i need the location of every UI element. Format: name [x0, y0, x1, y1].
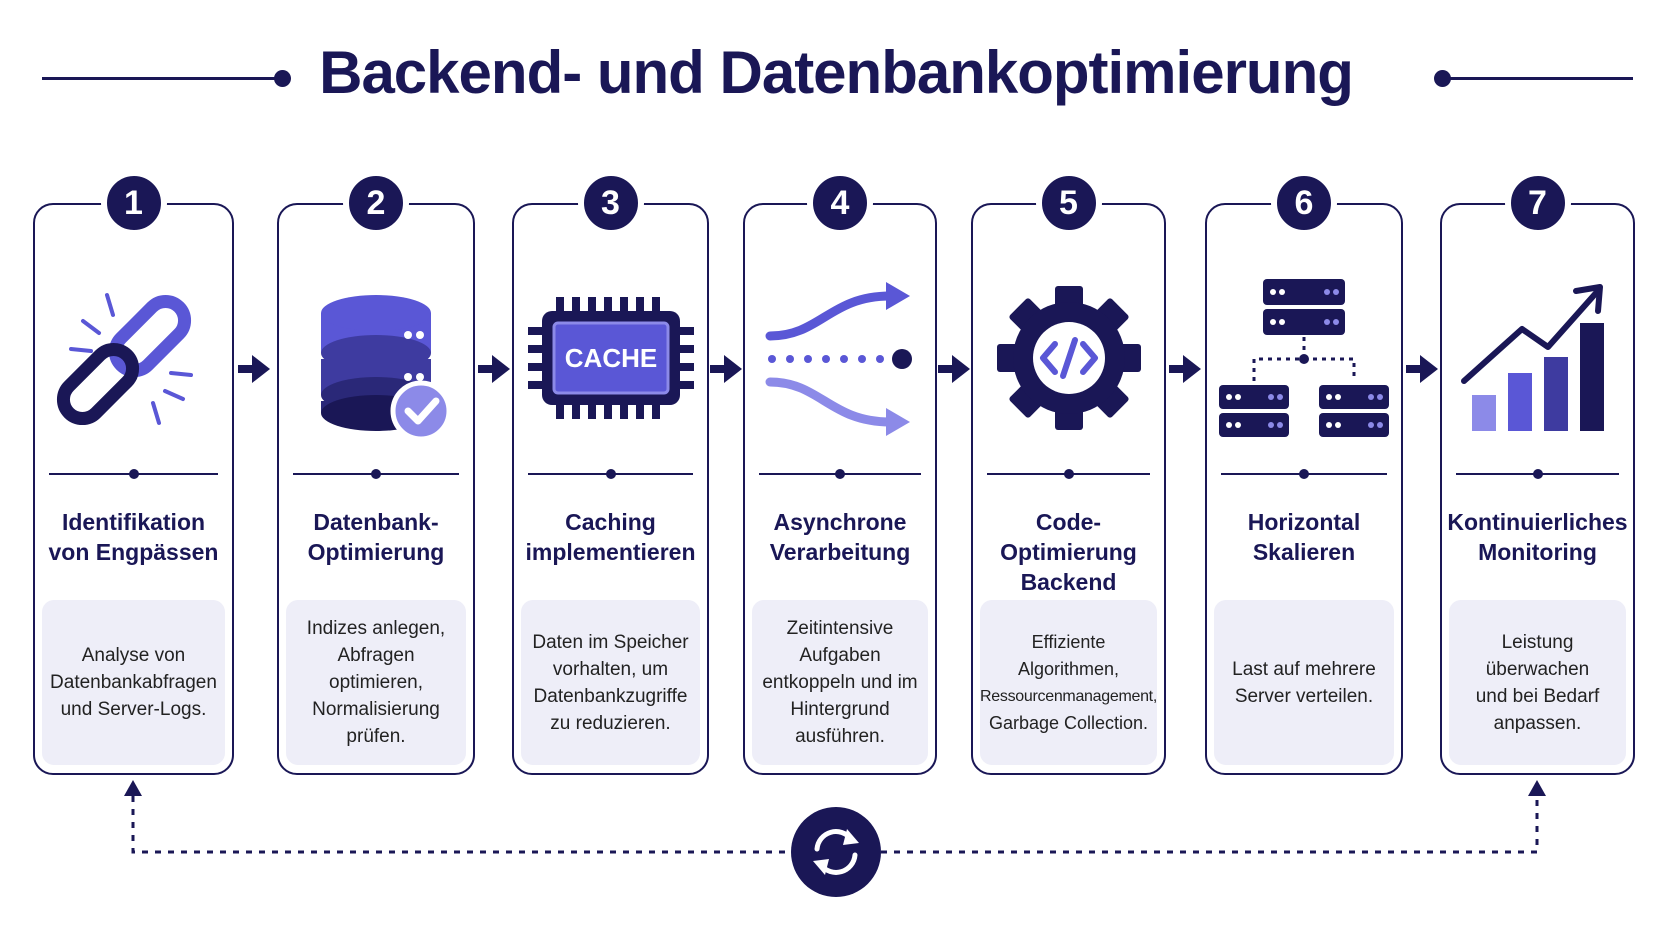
- step-number-badge: 6: [1271, 170, 1337, 236]
- step-number-badge: 2: [343, 170, 409, 236]
- arrow-right-icon: [478, 355, 510, 383]
- title-line-left: [42, 77, 280, 80]
- step-title: Kontinuierliches Monitoring: [1447, 509, 1628, 565]
- step-description: Last auf mehrere Server verteilen.: [1214, 600, 1394, 765]
- step-number-badge: 5: [1035, 170, 1102, 236]
- step-title: Caching implementieren: [525, 509, 696, 565]
- step-title: Code-Optimierung Backend: [1000, 509, 1137, 595]
- card-divider: [759, 470, 921, 478]
- step-card-2: 2 Datenbank- Optimierung Indizes anlegen…: [277, 170, 475, 775]
- title-line-right: [1448, 77, 1633, 80]
- step-description: Analyse von Datenbankabfragen und Server…: [42, 600, 225, 765]
- step-card-3: 3 CACHE Caching implementieren Daten im …: [512, 170, 709, 775]
- card-divider: [49, 470, 218, 478]
- step-description: Effiziente Algorithmen, Ressourcenmanage…: [980, 600, 1157, 765]
- step-number-badge: 1: [100, 170, 167, 236]
- server-cluster-icon: [1207, 253, 1401, 463]
- card-divider: [293, 470, 459, 478]
- growth-chart-icon: [1442, 253, 1633, 463]
- refresh-cycle-icon: [791, 807, 881, 897]
- step-card-4: 4 Asynchrone Verarbeitung Zeitintensive …: [743, 170, 937, 775]
- arrow-right-icon: [938, 355, 970, 383]
- arrow-right-icon: [238, 355, 270, 383]
- step-card-5: 5 Code-Optimierung Backend: [971, 170, 1166, 775]
- arrow-right-icon: [710, 355, 742, 383]
- step-number-badge: 3: [577, 170, 644, 236]
- step-description: Daten im Speicher vorhalten, um Datenban…: [521, 600, 700, 765]
- arrow-right-icon: [1169, 355, 1201, 383]
- step-description: Zeitintensive Aufgaben entkoppeln und im…: [752, 600, 928, 765]
- step-card-1: 1 Identifikation von Engpässen Analyse v…: [33, 170, 234, 775]
- async-branch-icon: [745, 253, 935, 463]
- step-number-badge: 7: [1504, 170, 1571, 236]
- card-divider: [1221, 470, 1387, 478]
- code-gear-icon: [973, 253, 1164, 463]
- step-card-7: 7 Kontinuierliches Monitoring Leistung ü…: [1440, 170, 1635, 775]
- title-row: Backend- und Datenbankoptimierung: [0, 0, 1672, 150]
- step-number-badge: 4: [807, 170, 873, 236]
- step-title: Identifikation von Engpässen: [48, 509, 219, 565]
- database-check-icon: [279, 253, 473, 463]
- step-title: Datenbank- Optimierung: [307, 509, 445, 565]
- step-title: Horizontal Skalieren: [1247, 509, 1361, 565]
- title-dot-left: [274, 70, 291, 87]
- cache-label: CACHE: [564, 343, 656, 373]
- cache-chip-icon: CACHE: [514, 253, 707, 463]
- card-divider: [528, 470, 693, 478]
- page-title: Backend- und Datenbankoptimierung: [319, 39, 1354, 106]
- title-dot-right: [1434, 70, 1451, 87]
- arrow-right-icon: [1406, 355, 1438, 383]
- step-card-6: 6 Horizontal Skalieren: [1205, 170, 1403, 775]
- card-divider: [987, 470, 1150, 478]
- step-title: Asynchrone Verarbeitung: [769, 509, 911, 565]
- step-description: Indizes anlegen, Abfragen optimieren, No…: [286, 600, 466, 765]
- broken-chain-icon: [35, 253, 232, 463]
- card-divider: [1456, 470, 1619, 478]
- step-description: Leistung überwachen und bei Bedarf anpas…: [1449, 600, 1626, 765]
